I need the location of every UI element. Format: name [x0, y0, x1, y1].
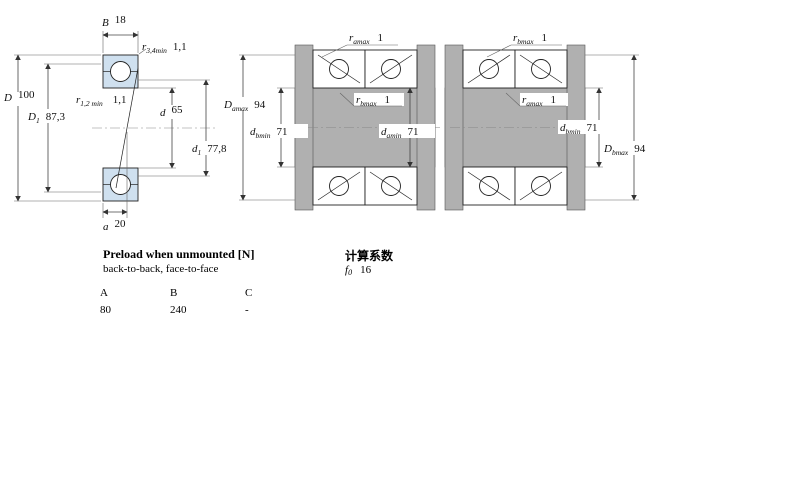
f0-value: 16 — [360, 264, 372, 276]
single-bearing-cross-section — [92, 54, 215, 202]
contact-angle-line — [115, 67, 139, 189]
preload-val-a: 80 — [100, 304, 111, 316]
calc-f0-line: f0 16 — [345, 264, 371, 277]
f0-subscript: 0 — [348, 268, 353, 277]
calc-factors-title: 计算系数 — [345, 249, 394, 263]
preload-col-b: B — [170, 287, 178, 299]
preload-val-b: 240 — [170, 304, 187, 316]
lower-ball — [110, 174, 131, 195]
preload-val-c: - — [245, 304, 249, 316]
preload-title: Preload when unmounted [N] — [103, 247, 255, 261]
preload-col-a: A — [100, 287, 108, 299]
f0-symbol: f — [345, 264, 349, 276]
preload-subtitle: back-to-back, face-to-face — [103, 263, 219, 275]
upper-ball — [110, 61, 131, 82]
preload-col-c: C — [245, 287, 253, 299]
